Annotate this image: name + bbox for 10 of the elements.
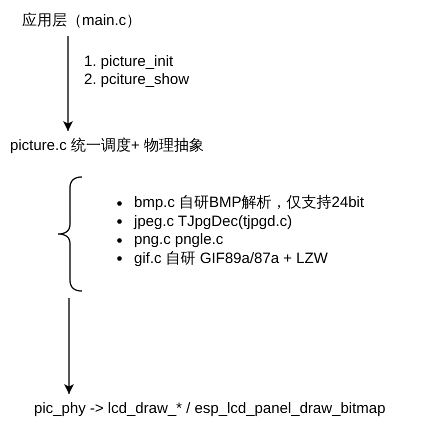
call-label: pic_phy -> lcd_draw_* / esp_lcd_panel_draw_bitmap: [34, 400, 386, 418]
list-item: jpeg.c TJpgDec(tjpgd.c): [134, 212, 292, 230]
list-item: png.c pngle.c: [134, 231, 224, 249]
list-item: bmp.c 自研BMP解析，仅支持24bit: [134, 194, 364, 212]
layer-label: 应用层（main.c）: [22, 12, 142, 30]
edge-label: 1. picture_init 2. pciture_show: [84, 53, 190, 89]
arrow: [64, 298, 74, 394]
list-item: gif.c 自研 GIF89a/87a + LZW: [134, 250, 328, 268]
arrow: [63, 36, 73, 131]
module-label: picture.c 统一调度+ 物理抽象: [10, 137, 204, 155]
